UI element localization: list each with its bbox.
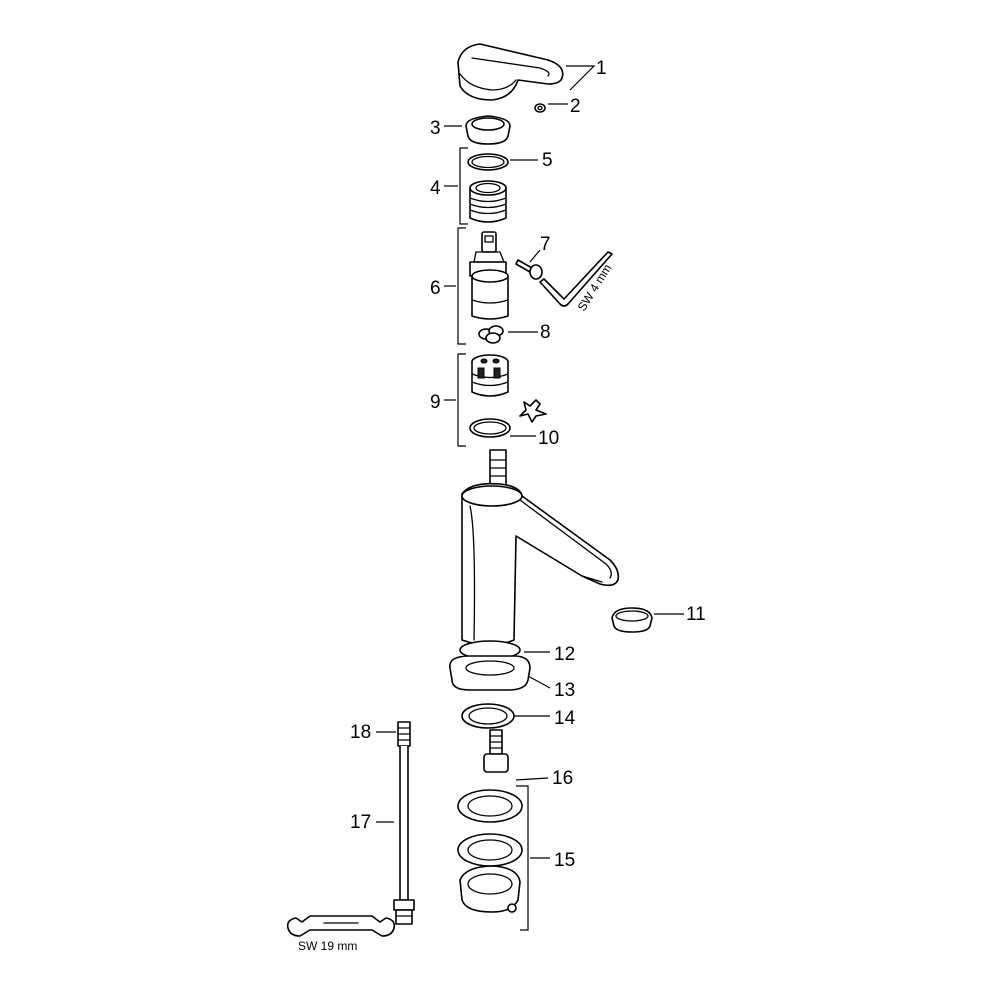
callout-16: 16 [552, 768, 573, 789]
callout-13: 13 [554, 680, 575, 701]
spring-clip [519, 399, 547, 423]
callout-12: 12 [554, 644, 575, 665]
valve-insert [471, 354, 509, 397]
washer [461, 703, 515, 729]
callout-3: 3 [430, 118, 441, 139]
aerator [611, 607, 653, 633]
mounting-washer [457, 789, 523, 823]
callout-15: 15 [554, 850, 575, 871]
cover-ring [465, 115, 511, 145]
callout-10: 10 [538, 428, 559, 449]
callout-5: 5 [542, 150, 553, 171]
mounting-bracket [459, 865, 521, 913]
faucet-body [461, 449, 620, 646]
small-seals [478, 325, 504, 344]
hex-key [539, 251, 613, 307]
threaded-stud [483, 729, 509, 773]
callout-4: 4 [430, 178, 441, 199]
callout-9: 9 [430, 392, 441, 413]
supply-hose [393, 721, 415, 925]
callout-17: 17 [350, 812, 371, 833]
callout-2: 2 [570, 96, 581, 117]
handle-lever [457, 43, 564, 101]
callout-14: 14 [554, 708, 576, 729]
threaded-nut [469, 180, 507, 223]
set-screw [534, 103, 546, 113]
cartridge-screw [515, 259, 543, 280]
wrench-icon [286, 915, 396, 937]
cartridge [469, 231, 509, 320]
callout-8: 8 [540, 322, 551, 343]
callout-labels: 1 2 3 4 5 6 7 8 9 10 11 12 13 14 15 16 1… [350, 58, 706, 871]
callout-18: 18 [350, 722, 371, 743]
callout-1: 1 [596, 58, 607, 79]
wrench-size-label: SW 19 mm [298, 939, 357, 953]
base-plate [449, 655, 531, 691]
mounting-ring [457, 833, 523, 867]
callout-6: 6 [430, 278, 441, 299]
callout-7: 7 [540, 234, 551, 255]
callout-11: 11 [686, 604, 706, 625]
leader-lines [376, 65, 684, 859]
